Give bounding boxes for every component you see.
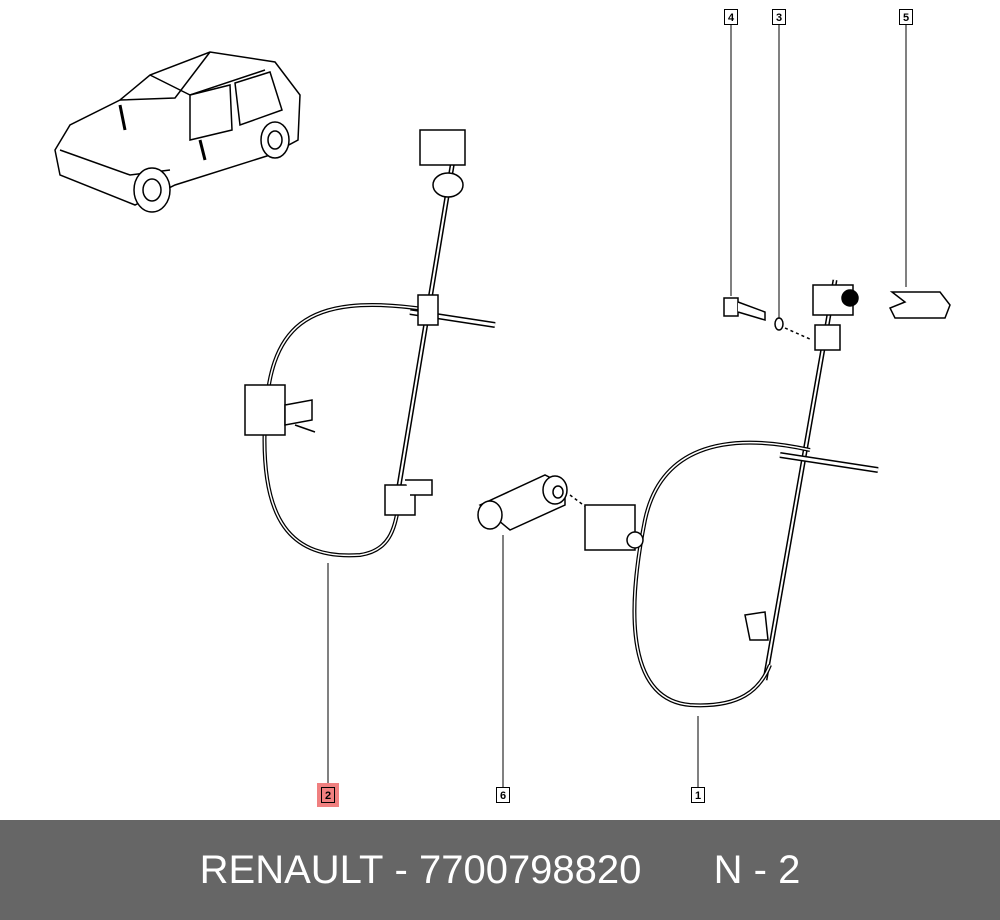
window-regulator-left [244,129,496,558]
dashed-assembly-line [784,327,813,341]
car-illustration [54,51,301,213]
callout-6[interactable]: 6 [496,787,510,803]
washer [774,317,784,331]
callout-5[interactable]: 5 [899,9,913,25]
leader-lines [327,25,907,787]
callout-2-highlighted[interactable]: 2 [321,787,335,803]
callout-1[interactable]: 1 [691,787,705,803]
position-code: N - 2 [713,848,801,892]
window-winder-handle [477,474,591,531]
part-info-bar: RENAULT - 7700798820 N - 2 [0,820,1000,920]
brand-name: RENAULT [199,848,384,892]
clip [888,291,951,319]
window-regulator-diagram [54,25,951,787]
callout-3[interactable]: 3 [772,9,786,25]
bolt [723,297,766,322]
separator: - [394,848,408,892]
callout-4[interactable]: 4 [724,9,738,25]
window-regulator-right [584,279,879,708]
part-number: 7700798820 [418,848,642,892]
